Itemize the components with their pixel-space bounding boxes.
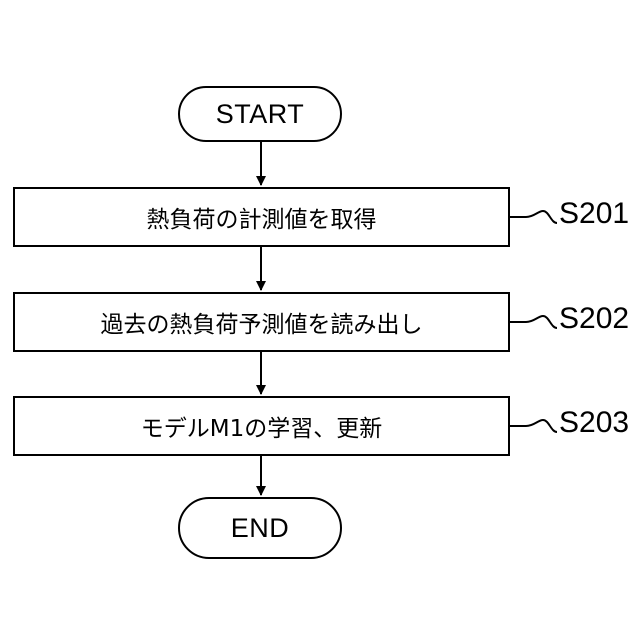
process-text-s202: 過去の熱負荷予測値を読み出し — [101, 305, 423, 339]
process-box-s202: 過去の熱負荷予測値を読み出し — [13, 292, 510, 352]
step-label-s201: S201 — [559, 197, 629, 231]
start-terminal: START — [178, 86, 342, 142]
process-box-s203: モデルM1の学習、更新 — [13, 396, 510, 456]
leader-s202 — [510, 316, 557, 328]
leader-s203 — [510, 420, 557, 432]
start-label: START — [216, 99, 305, 130]
process-text-s201: 熱負荷の計測値を取得 — [147, 200, 377, 234]
process-text-s203: モデルM1の学習、更新 — [141, 409, 382, 443]
leader-s201 — [510, 211, 557, 223]
process-box-s201: 熱負荷の計測値を取得 — [13, 187, 510, 247]
step-label-s202: S202 — [559, 302, 629, 336]
step-label-s203: S203 — [559, 406, 629, 440]
end-label: END — [231, 513, 290, 544]
end-terminal: END — [178, 497, 342, 559]
